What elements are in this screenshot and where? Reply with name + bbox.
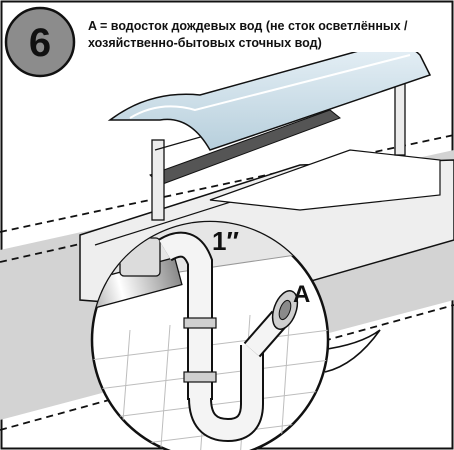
basin-inner <box>209 149 441 211</box>
pipe-clamp-lower <box>183 371 217 383</box>
cover-post-left <box>151 139 165 221</box>
pipe-clamp-upper <box>183 317 217 329</box>
p-trap <box>190 345 262 441</box>
caption-line-2: хозяйственно-бытовых сточных вод) <box>88 36 322 50</box>
step-badge <box>4 6 76 78</box>
dashed-edge-bottom <box>0 304 454 431</box>
callout-tail <box>319 329 381 373</box>
magnified-plumbing <box>92 222 328 450</box>
dashed-edge-top <box>0 134 454 233</box>
caption-line-1: A = водосток дождевых вод (не сток освет… <box>88 19 408 33</box>
pipe-size-label: 1″ <box>212 226 239 256</box>
instruction-caption: A = водосток дождевых вод (не сток освет… <box>88 18 448 52</box>
outlet-label: A <box>293 281 310 308</box>
canopy-highlight <box>129 54 411 119</box>
step-number: 6 <box>29 21 51 65</box>
vertical-pipe <box>159 233 211 400</box>
outlet-opening <box>278 299 292 321</box>
